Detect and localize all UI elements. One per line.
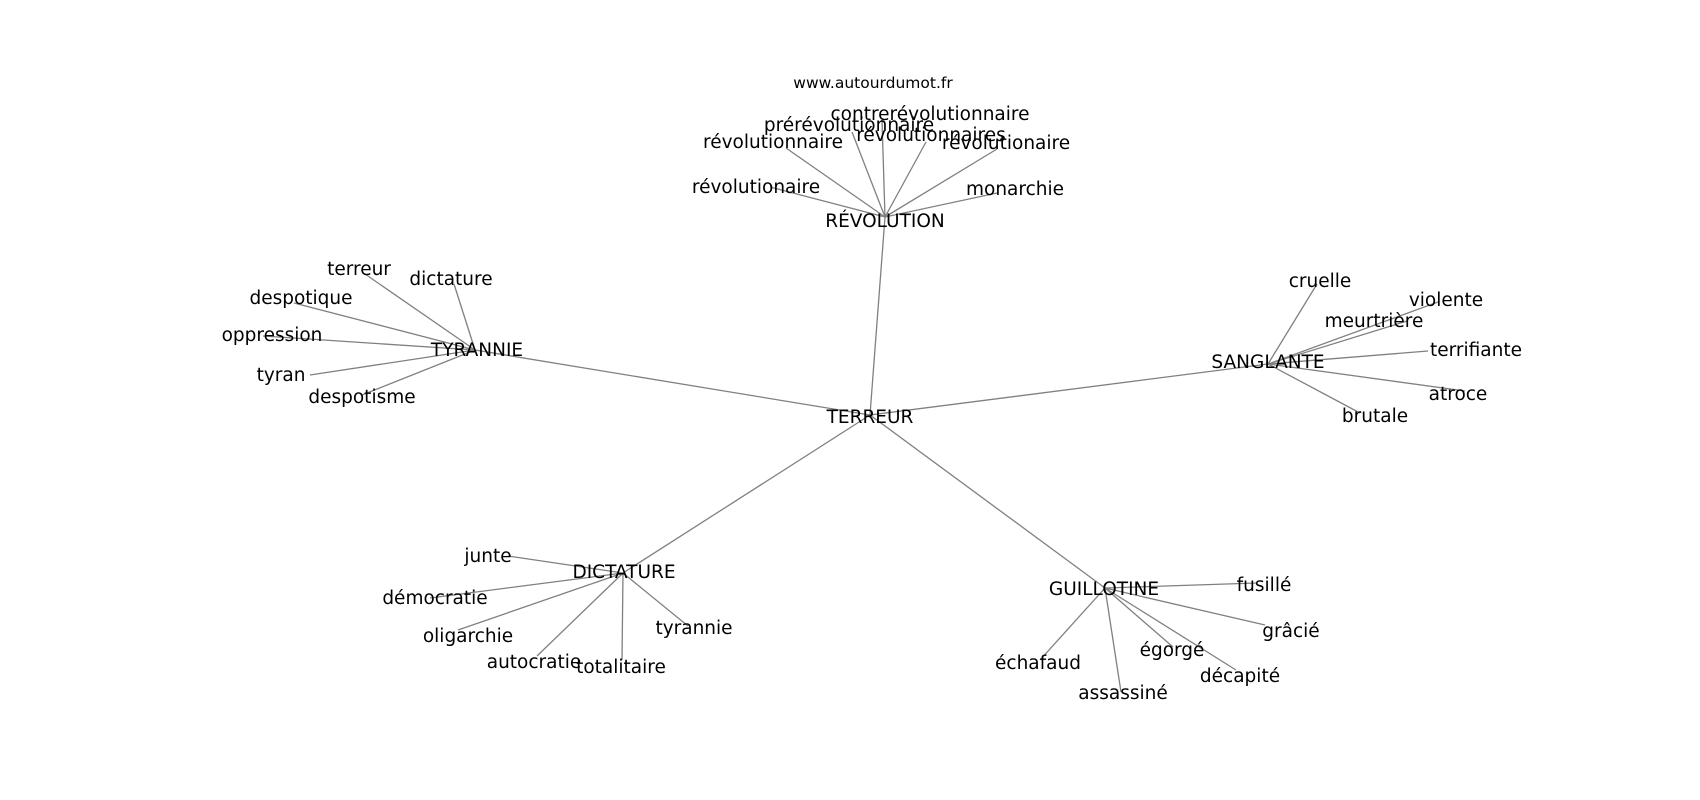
- hub-node-revolution: RÉVOLUTION: [825, 210, 945, 232]
- edge-dictature-junte-0: [507, 555, 624, 574]
- edge-sanglante-cruelle-0: [1267, 283, 1318, 365]
- word-node-atroce: atroce: [1429, 384, 1488, 405]
- word-node-despotique: despotique: [249, 288, 352, 309]
- edge-revolution-revolutionaire-5: [884, 148, 998, 218]
- word-node-revolutionnaire: révolutionnaire: [703, 132, 843, 153]
- edge-revolution-revolutionaire-3: [769, 186, 886, 218]
- edge-dictature-oligarchie-2: [457, 572, 624, 631]
- word-node-prerevolutionnaire: prérévolutionnaire: [764, 115, 934, 136]
- edge-revolution-contrerevolutionnaire-2: [881, 119, 886, 218]
- edge-guillotine-fusille-0: [1104, 582, 1258, 589]
- word-node-brutale: brutale: [1342, 406, 1408, 427]
- edge-sanglante-brutale-5: [1267, 363, 1361, 414]
- edge-center-sanglante: [869, 363, 1269, 416]
- edge-tyrannie-tyran-4: [309, 349, 476, 376]
- site-credit: www.autourdumot.fr: [793, 74, 953, 92]
- edge-tyrannie-terreur-0: [364, 273, 476, 351]
- word-node-echafaud: échafaud: [995, 653, 1081, 674]
- word-node-monarchie: monarchie: [966, 179, 1064, 200]
- edge-sanglante-atroce-4: [1267, 363, 1466, 392]
- word-node-fusille: fusillé: [1237, 575, 1292, 596]
- edge-sanglante-meurtriere-2: [1267, 320, 1408, 365]
- labels: www.autourdumot.fr TERREUR révolutionnai…: [222, 74, 1522, 704]
- edge-dictature-autocratie-3: [536, 572, 624, 657]
- hub-node-tyrannie: TYRANNIE: [430, 340, 523, 361]
- edge-revolution-revolutionnaires-4: [884, 141, 927, 218]
- word-node-revolutionaire: révolutionaire: [942, 133, 1070, 154]
- word-node-gracie: grâcié: [1262, 621, 1319, 642]
- edge-revolution-prerevolutionnaire-1: [851, 131, 886, 218]
- edge-revolution-monarchie-6: [884, 192, 998, 218]
- word-node-democratie: démocratie: [382, 588, 487, 609]
- word-node-tyran: tyran: [257, 365, 306, 386]
- word-node-totalitaire: totalitaire: [576, 657, 666, 678]
- word-node-revolutionnaires: révolutionnaires: [856, 125, 1006, 146]
- word-node-tyrannie: tyrannie: [655, 618, 732, 639]
- edge-center-revolution: [869, 216, 886, 416]
- word-node-cruelle: cruelle: [1289, 271, 1352, 292]
- edge-dictature-totalitaire-4: [621, 572, 624, 661]
- hub-node-guillotine: GUILLOTINE: [1049, 579, 1159, 600]
- word-node-decapite: décapité: [1200, 666, 1280, 687]
- word-node-autocratie: autocratie: [487, 652, 582, 673]
- word-node-violente: violente: [1409, 290, 1483, 311]
- hub-node-sanglante: SANGLANTE: [1211, 352, 1324, 373]
- edge-dictature-tyrannie-5: [622, 572, 689, 627]
- edge-sanglante-violente-1: [1267, 301, 1439, 365]
- edge-center-tyrannie: [474, 349, 871, 416]
- edge-guillotine-gracie-1: [1104, 587, 1266, 626]
- center-node-label: TERREUR: [826, 407, 914, 428]
- edge-guillotine-decapite-3: [1104, 587, 1237, 671]
- edge-guillotine-egorge-2: [1104, 587, 1174, 648]
- edge-revolution-revolutionnaire-0: [785, 147, 886, 218]
- word-node-assassine: assassiné: [1078, 683, 1167, 704]
- edge-tyrannie-despotique-2: [293, 302, 476, 351]
- word-node-contrerevolutionnaire: contrerévolutionnaire: [831, 104, 1030, 125]
- word-node-meurtriere: meurtrière: [1325, 311, 1424, 332]
- word-node-terrifiante: terrifiante: [1430, 340, 1522, 361]
- word-node-egorge: égorgé: [1140, 640, 1205, 661]
- hub-node-dictature: DICTATURE: [572, 562, 675, 583]
- edge-guillotine-assassine-5: [1104, 587, 1122, 693]
- word-node-terreur: terreur: [327, 259, 391, 280]
- word-node-revolutionaire: révolutionaire: [692, 177, 820, 198]
- word-node-oppression: oppression: [222, 325, 323, 346]
- edge-sanglante-terrifiante-3: [1267, 350, 1429, 365]
- word-node-despotisme: despotisme: [308, 387, 415, 408]
- edge-guillotine-echafaud-4: [1039, 587, 1106, 661]
- edge-center-dictature: [622, 414, 871, 574]
- word-node-oligarchie: oligarchie: [423, 626, 513, 647]
- edge-dictature-democratie-1: [429, 572, 624, 599]
- edge-tyrannie-oppression-3: [262, 335, 476, 351]
- edge-center-guillotine: [869, 414, 1106, 589]
- edge-tyrannie-dictature-1: [453, 283, 476, 351]
- edges: [262, 119, 1466, 693]
- word-node-junte: junte: [463, 546, 511, 567]
- word-node-dictature: dictature: [409, 269, 492, 290]
- edge-tyrannie-despotisme-5: [361, 349, 476, 396]
